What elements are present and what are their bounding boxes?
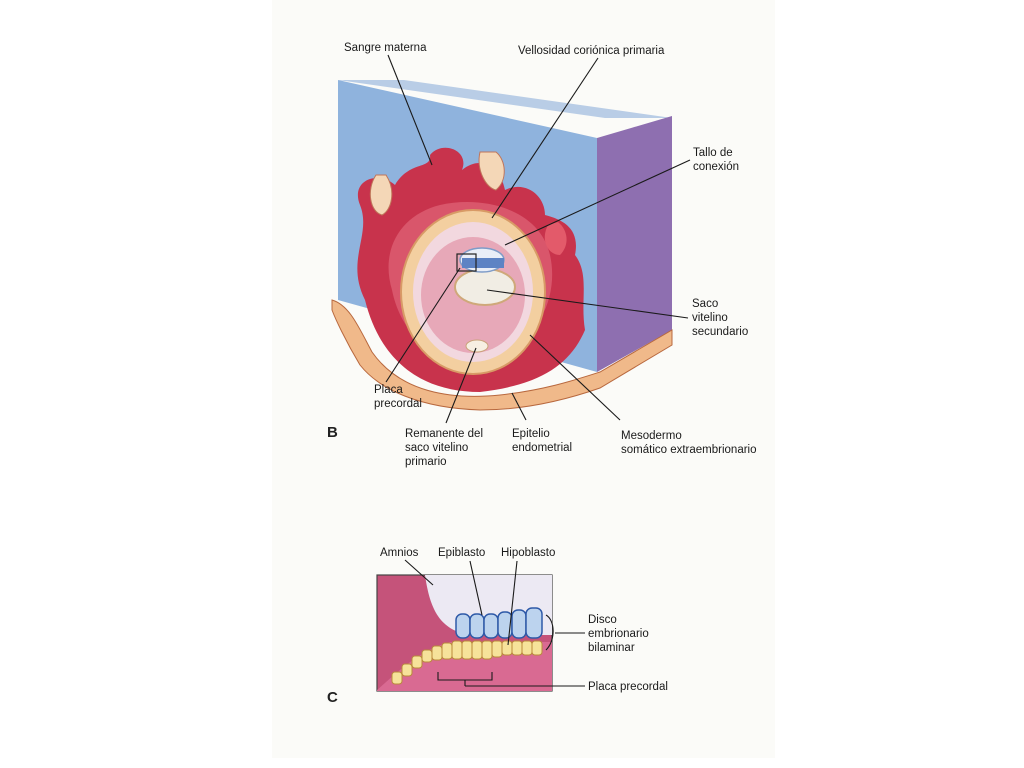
- endometrial-epithelium: [331, 299, 673, 411]
- villus-center: [478, 151, 505, 191]
- label-epitelio-endometrial: Epitelio endometrial: [512, 428, 573, 454]
- panel-c-leaders: [404, 559, 585, 687]
- primary-yolk-sac-remnant: [465, 339, 489, 353]
- villus-right: [544, 222, 567, 255]
- label-amnios: Amnios: [380, 547, 419, 559]
- panel-letter-c: C: [327, 689, 338, 706]
- hypoblast-cells: [391, 640, 543, 685]
- label-epiblasto: Epiblasto: [438, 547, 486, 559]
- label-mesodermo: Mesodermo somático extraembrionario: [621, 430, 757, 456]
- label-disco-embrionario: Disco embrionario bilaminar: [588, 614, 649, 654]
- uterine-block-top: [338, 80, 672, 118]
- label-placa-precordal-c: Placa precordal: [588, 681, 668, 693]
- label-remanente-saco: Remanente del saco vitelino primario: [405, 428, 483, 468]
- panel-letter-b: B: [327, 424, 338, 441]
- villus-left: [369, 174, 393, 216]
- label-saco-vitelino-secundario: Saco vitelino secundario: [692, 298, 749, 338]
- uterine-block-side: [597, 116, 672, 372]
- secondary-yolk-sac: [454, 268, 516, 306]
- label-vellosidad-corionica: Vellosidad coriónica primaria: [518, 45, 665, 57]
- label-tallo-conexion: Tallo de conexión: [693, 147, 740, 173]
- panel-b-leaders: [385, 54, 691, 424]
- epiblast-cells: [455, 607, 543, 639]
- zoom-box: [456, 253, 477, 272]
- embryonic-disc: [462, 258, 504, 268]
- label-hipoblasto: Hipoblasto: [501, 547, 556, 559]
- label-sangre-materna: Sangre materna: [344, 42, 427, 54]
- label-placa-precordal-b: Placa precordal: [374, 384, 422, 410]
